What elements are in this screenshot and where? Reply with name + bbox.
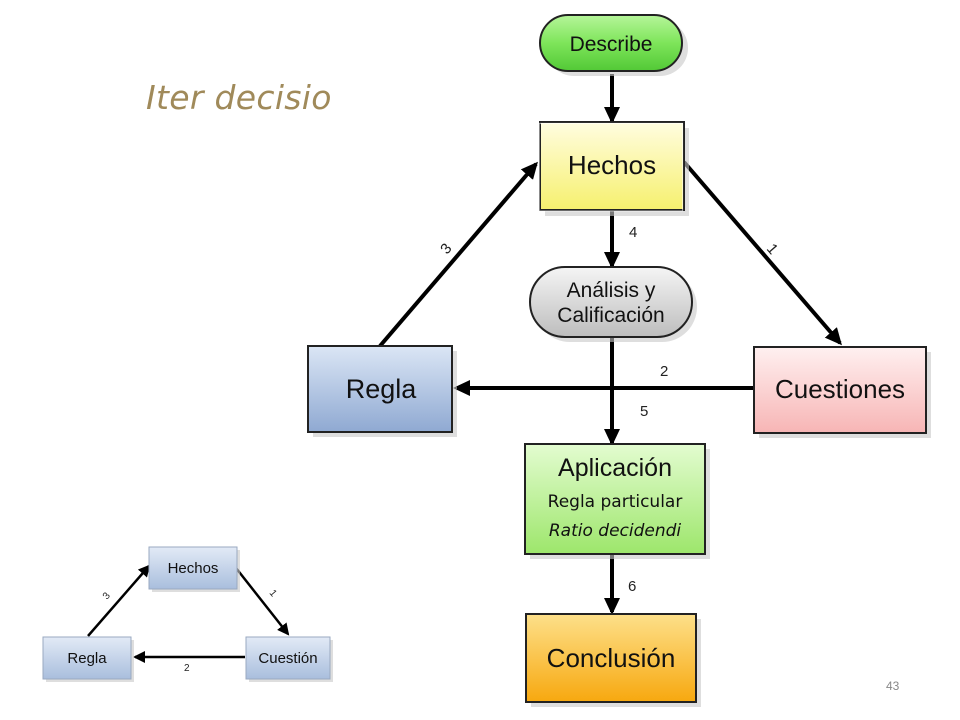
edge-3-regla-hechos [378,161,538,348]
node-cuestiones: Cuestiones [753,346,931,438]
node-aplicacion-line2: Regla particular [548,492,683,512]
node-hechos-label: Hechos [568,150,656,180]
node-hechos: Hechos [538,121,689,216]
edge-label-3: 3 [437,240,455,257]
edge-label-4: 4 [629,224,637,241]
node-analisis-line2: Calificación [557,304,664,327]
node-aplicacion-line3: Ratio decidendi [549,521,682,541]
mini-edge-label-1: 1 [267,588,279,600]
node-aplicacion-title: Aplicación [558,454,672,482]
mini-node-hechos: Hechos [168,560,219,577]
node-cuestiones-label: Cuestiones [775,374,905,404]
mini-edge-label-3: 3 [101,590,113,602]
node-conclusion-label: Conclusión [547,643,676,673]
slide-title: Iter decisio [146,78,332,117]
page-number: 43 [886,679,900,693]
mini-diagram: 1 2 3 Hechos Regla Cuestión [42,546,333,682]
mini-node-regla: Regla [67,650,107,667]
edge-label-2: 2 [660,363,668,380]
mini-edge-label-2: 2 [184,663,190,674]
edge-1-hechos-cuestiones [682,160,842,346]
mini-edge-1-hechos-cuestion [235,567,290,636]
mini-edge-3-regla-hechos [87,564,151,637]
node-analisis: Análisis y Calificación [529,266,697,342]
node-regla-label: Regla [346,374,418,404]
node-conclusion: Conclusión [525,613,701,707]
edge-label-6: 6 [628,578,636,595]
mini-node-cuestion: Cuestión [258,650,317,667]
node-aplicacion: Aplicación Regla particular Ratio decide… [524,443,710,559]
node-describe: Describe [539,14,688,76]
node-analisis-line1: Análisis y [567,279,656,302]
edge-label-5: 5 [640,403,648,420]
node-describe-label: Describe [570,33,653,56]
node-regla: Regla [307,345,457,437]
